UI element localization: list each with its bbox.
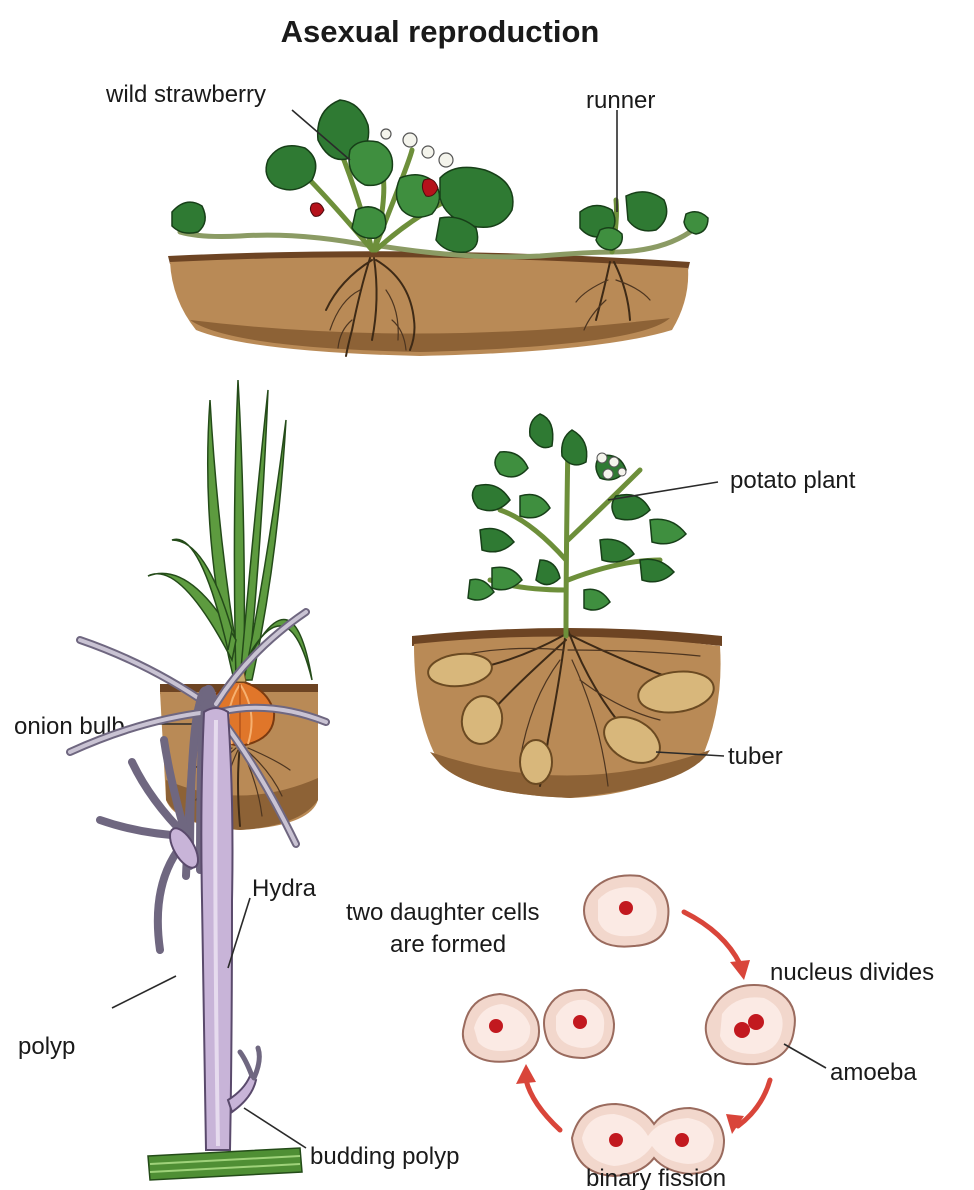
label-nucleus-divides: nucleus divides	[770, 959, 934, 986]
amoeba-daughter-cells	[463, 990, 614, 1062]
label-potato-plant: potato plant	[730, 467, 856, 494]
label-amoeba: amoeba	[830, 1059, 917, 1086]
strawberry-runner-left	[180, 232, 372, 246]
label-binary-fission: binary fission	[586, 1165, 726, 1190]
diagram-title: Asexual reproduction	[281, 14, 600, 49]
label-two-daughter-cells-line1: two daughter cells	[346, 899, 539, 926]
label-two-daughter-cells-line2: are formed	[390, 931, 506, 958]
label-tuber: tuber	[728, 743, 783, 770]
amoeba-cell-nucleus-divides	[706, 985, 795, 1064]
label-hydra: Hydra	[252, 875, 317, 902]
strawberry-runner-right	[380, 232, 690, 257]
potato-illustration: potato plant tuber	[412, 414, 856, 798]
strawberry-illustration: wild strawberry runner	[105, 81, 708, 356]
strawberry-leaves	[172, 100, 708, 252]
label-wild-strawberry: wild strawberry	[105, 81, 266, 108]
label-polyp: polyp	[18, 1033, 75, 1060]
label-runner: runner	[586, 87, 655, 114]
amoeba-cell-top	[584, 875, 668, 946]
label-budding-polyp: budding polyp	[310, 1143, 459, 1170]
onion-leaves	[148, 380, 312, 680]
